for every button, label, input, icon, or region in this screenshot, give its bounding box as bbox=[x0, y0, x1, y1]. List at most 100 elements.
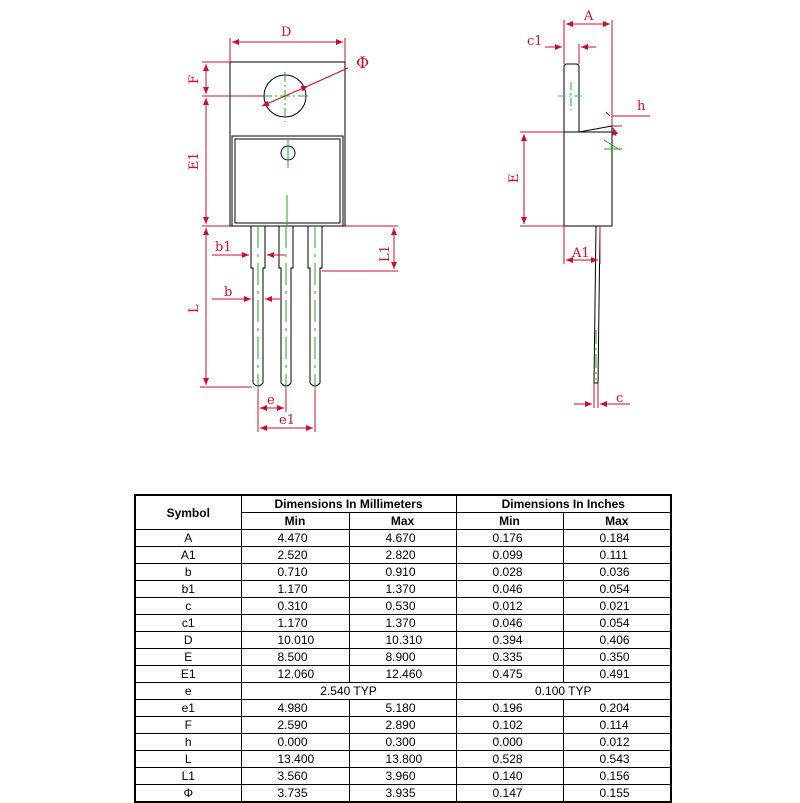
cell-mm-max: 2.890 bbox=[348, 716, 457, 734]
front-centerlines bbox=[257, 72, 316, 390]
label-E: E bbox=[507, 174, 522, 184]
cell-mm-max: 1.370 bbox=[348, 614, 457, 632]
cell-mm-max: 1.370 bbox=[348, 580, 457, 598]
cell-symbol: c1 bbox=[134, 614, 242, 632]
cell-mm-max: 2.820 bbox=[348, 546, 457, 564]
front-view: D Φ F E1 b1 b L L1 e e1 bbox=[187, 25, 398, 432]
side-lead-outline bbox=[593, 225, 601, 384]
cell-mm-max: 10.310 bbox=[348, 631, 457, 649]
cell-in-min: 0.046 bbox=[455, 614, 564, 632]
cell-in-min: 0.046 bbox=[455, 580, 564, 598]
cell-symbol: e1 bbox=[134, 699, 242, 717]
side-centerlines bbox=[558, 82, 622, 380]
label-b1: b1 bbox=[215, 240, 232, 255]
cell-in-max: 0.012 bbox=[562, 733, 673, 751]
cell-symbol: c bbox=[134, 597, 242, 615]
cell-mm-min: 12.060 bbox=[240, 665, 350, 683]
side-view: A c1 h E A1 c bbox=[507, 9, 650, 408]
header-in-min: Min bbox=[455, 512, 564, 530]
cell-mm-min: 13.400 bbox=[240, 750, 350, 768]
cell-in-min: 0.394 bbox=[455, 631, 564, 649]
cell-mm-min: 4.980 bbox=[240, 699, 350, 717]
cell-mm-min: 2.590 bbox=[240, 716, 350, 734]
side-tab-outline bbox=[563, 63, 580, 132]
cell-in-max: 0.543 bbox=[562, 750, 673, 768]
label-L: L bbox=[187, 304, 202, 313]
cell-mm-max: 8.900 bbox=[348, 648, 457, 666]
cell-in-min: 0.475 bbox=[455, 665, 564, 683]
cell-mm-min: 3.560 bbox=[240, 767, 350, 785]
cell-mm-max: 12.460 bbox=[348, 665, 457, 683]
cell-in-min: 0.028 bbox=[455, 563, 564, 581]
cell-in-max: 0.350 bbox=[562, 648, 673, 666]
label-phi: Φ bbox=[356, 53, 369, 72]
side-dimensions bbox=[520, 20, 650, 408]
cell-symbol: L bbox=[134, 750, 242, 768]
cell-symbol: F bbox=[134, 716, 242, 734]
label-D: D bbox=[281, 25, 291, 40]
cell-mm-min: 10.010 bbox=[240, 631, 350, 649]
cell-mm-max: 13.800 bbox=[348, 750, 457, 768]
cell-mm-min: 3.735 bbox=[240, 784, 350, 803]
label-e: e bbox=[267, 393, 275, 408]
dimensions-table-container: Symbol Dimensions In Millimeters Dimensi… bbox=[134, 494, 673, 803]
label-E1: E1 bbox=[187, 152, 202, 170]
cell-mm-min: 1.170 bbox=[240, 580, 350, 598]
label-e1: e1 bbox=[279, 413, 295, 428]
label-h: h bbox=[637, 99, 646, 114]
cell-mm-min: 8.500 bbox=[240, 648, 350, 666]
label-b: b bbox=[224, 285, 232, 300]
cell-in-max: 0.155 bbox=[562, 784, 673, 803]
cell-in-max: 0.204 bbox=[562, 699, 673, 717]
header-inches: Dimensions In Inches bbox=[455, 494, 673, 513]
label-F: F bbox=[187, 75, 202, 84]
cell-in-max: 0.021 bbox=[562, 597, 673, 615]
cell-symbol: A1 bbox=[134, 546, 242, 564]
front-dimensions bbox=[200, 38, 398, 432]
cell-in-typ: 0.100 TYP bbox=[455, 682, 673, 700]
cell-mm-min: 4.470 bbox=[240, 529, 350, 547]
cell-in-min: 0.140 bbox=[455, 767, 564, 785]
label-L1: L1 bbox=[378, 245, 393, 262]
header-mm-min: Min bbox=[240, 512, 350, 530]
cell-in-max: 0.406 bbox=[562, 631, 673, 649]
cell-mm-max: 5.180 bbox=[348, 699, 457, 717]
cell-symbol: Φ bbox=[134, 784, 242, 803]
cell-in-max: 0.054 bbox=[562, 614, 673, 632]
label-c1: c1 bbox=[527, 34, 543, 49]
cell-in-min: 0.176 bbox=[455, 529, 564, 547]
cell-in-max: 0.156 bbox=[562, 767, 673, 785]
package-outline-drawing: D Φ F E1 b1 b L L1 e e1 bbox=[187, 9, 650, 432]
cell-mm-max: 3.935 bbox=[348, 784, 457, 803]
label-A: A bbox=[583, 9, 594, 24]
cell-symbol: L1 bbox=[134, 767, 242, 785]
cell-mm-max: 0.910 bbox=[348, 563, 457, 581]
cell-symbol: E bbox=[134, 648, 242, 666]
cell-mm-min: 1.170 bbox=[240, 614, 350, 632]
cell-mm-max: 0.300 bbox=[348, 733, 457, 751]
cell-in-max: 0.111 bbox=[562, 546, 673, 564]
cell-in-max: 0.036 bbox=[562, 563, 673, 581]
cell-in-max: 0.114 bbox=[562, 716, 673, 734]
header-millimeters: Dimensions In Millimeters bbox=[240, 494, 457, 513]
cell-symbol: b bbox=[134, 563, 242, 581]
cell-symbol: e bbox=[134, 682, 242, 700]
cell-in-min: 0.335 bbox=[455, 648, 564, 666]
cell-mm-max: 3.960 bbox=[348, 767, 457, 785]
cell-in-min: 0.000 bbox=[455, 733, 564, 751]
table-header-row: Symbol Dimensions In Millimeters Dimensi… bbox=[134, 494, 673, 530]
